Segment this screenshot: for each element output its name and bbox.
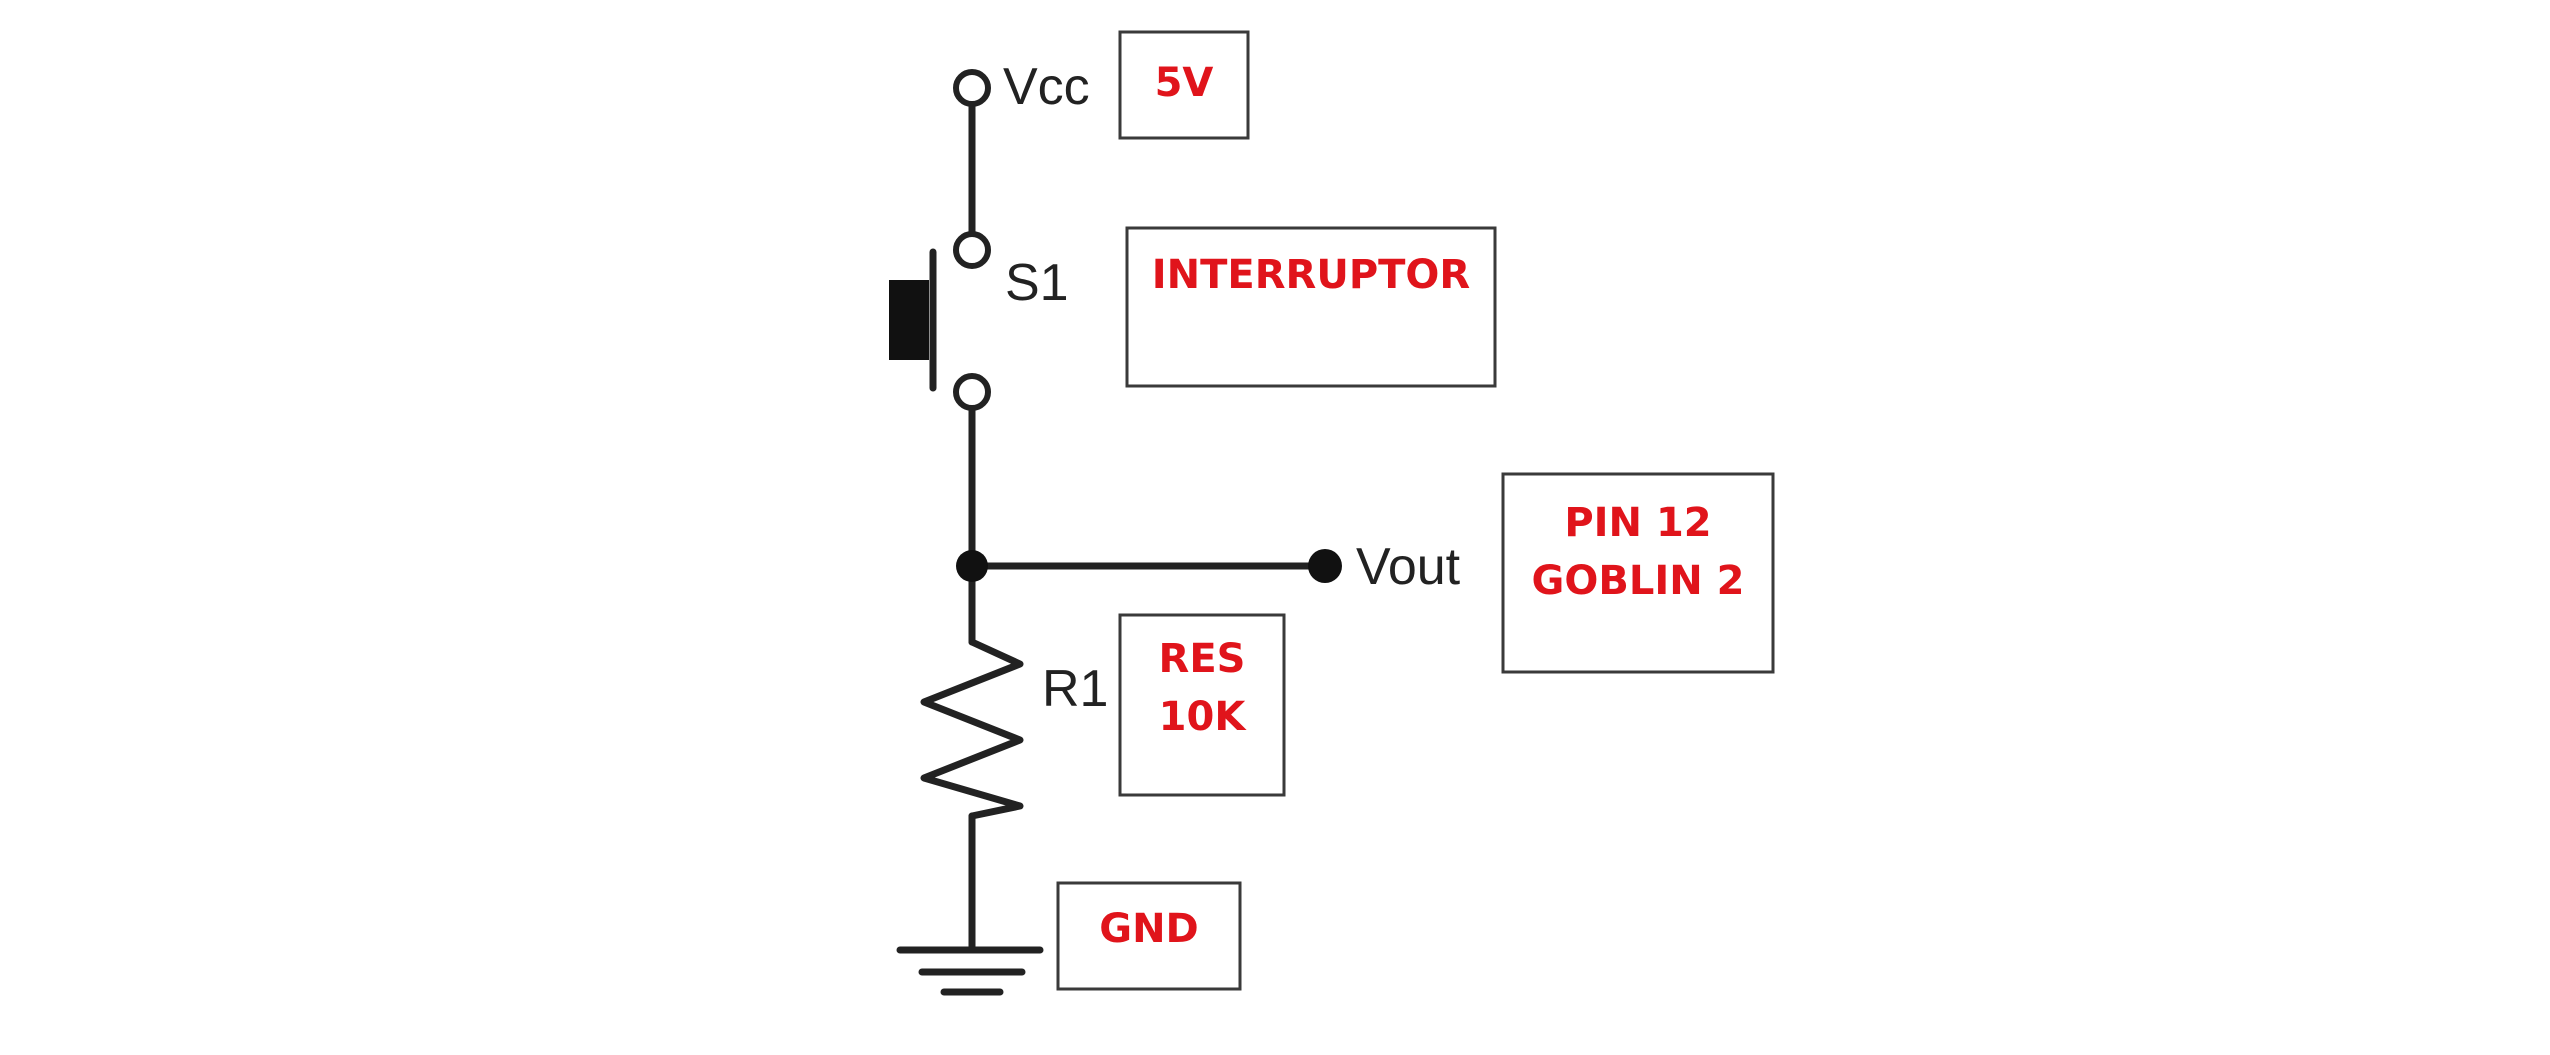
vout-terminal-icon [1308,549,1342,583]
note-switch: INTERRUPTOR [1125,226,1497,388]
switch-terminal-bottom-icon [953,373,991,411]
junction-node-icon [956,550,988,582]
note-vout-box [1501,472,1775,674]
vcc-terminal-icon [953,69,991,107]
note-vcc-text: 5V [1155,60,1214,106]
note-ground: GND [1056,881,1242,991]
note-switch-text: INTERRUPTOR [1152,252,1470,298]
note-resistor: RES 10K [1118,613,1286,797]
ground-icon [896,946,1044,996]
note-vcc-box [1118,30,1250,140]
r1-label: R1 [1042,660,1108,718]
vcc-label: Vcc [1003,58,1090,116]
note-vout-line1: PIN 12 [1564,500,1711,546]
vout-label: Vout [1356,538,1461,596]
note-resistor-line2: 10K [1159,694,1248,740]
note-vout-line2: GOBLIN 2 [1532,558,1745,604]
note-switch-box [1125,226,1497,388]
note-vout: PIN 12 GOBLIN 2 [1501,472,1775,674]
note-resistor-box [1118,613,1286,797]
s1-label: S1 [1005,254,1069,312]
push-button-switch-icon [889,231,991,411]
switch-terminal-top-icon [953,231,991,269]
note-resistor-line1: RES [1159,636,1246,682]
note-vcc-value: 5V [1118,30,1250,140]
switch-actuator [889,280,929,360]
resistor-icon [920,638,1024,820]
note-ground-text: GND [1099,906,1199,952]
note-ground-box [1056,881,1242,991]
